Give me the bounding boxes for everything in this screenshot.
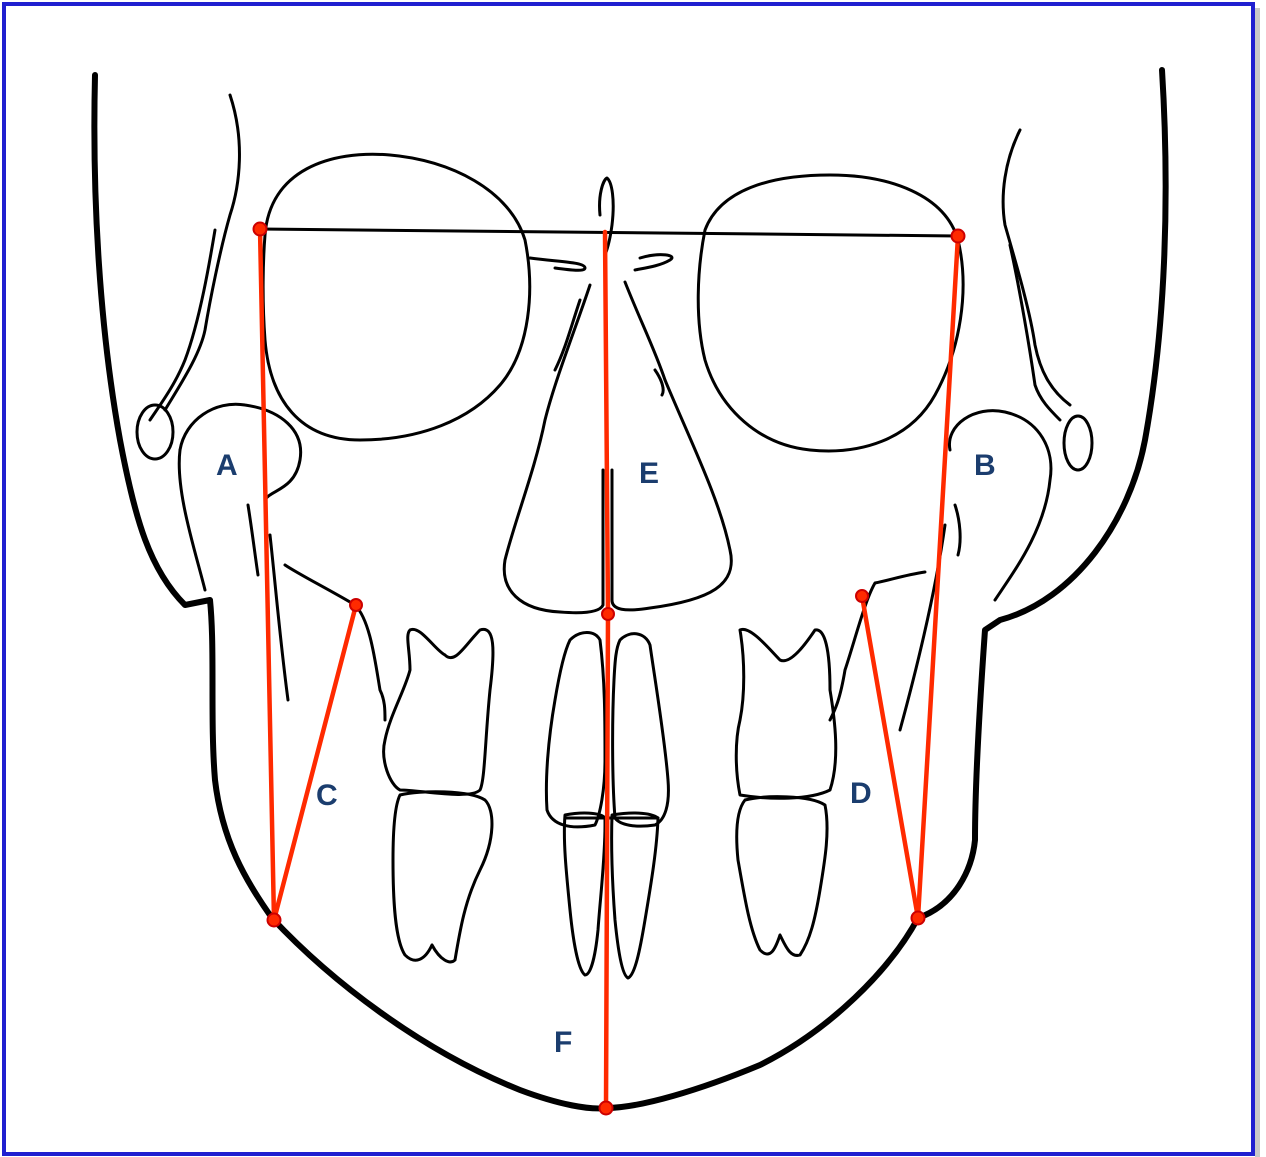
point-menton <box>600 1102 613 1115</box>
label-f: F <box>554 1026 572 1059</box>
frame-border <box>4 4 1253 1154</box>
line-f <box>606 614 608 1108</box>
label-a: A <box>216 449 238 482</box>
point-left-maxilla <box>350 599 362 611</box>
label-d: D <box>850 777 872 810</box>
line-e <box>605 232 608 614</box>
point-left-orbit <box>254 223 267 236</box>
frame-shadow-right <box>1255 8 1260 1157</box>
point-right-maxilla <box>856 590 868 602</box>
point-anterior-nasal-spine <box>602 608 614 620</box>
point-right-gonion <box>912 912 925 925</box>
point-right-orbit <box>952 230 965 243</box>
label-c: C <box>316 779 338 812</box>
label-b: B <box>974 449 996 482</box>
point-left-gonion <box>268 914 281 927</box>
label-e: E <box>639 457 659 490</box>
